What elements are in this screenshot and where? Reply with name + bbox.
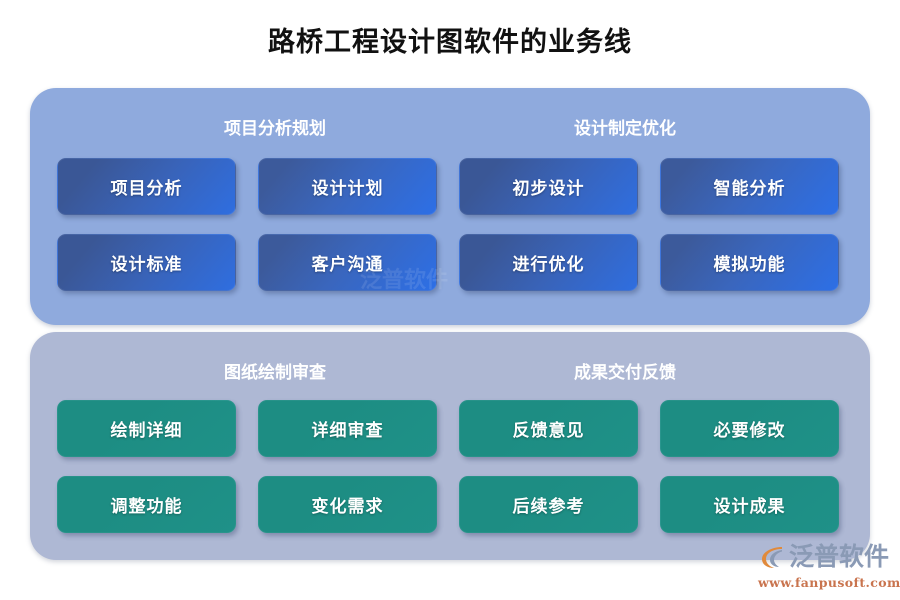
section-header-project-analysis-planning: 项目分析规划 [224,119,326,139]
section-header-design-optimization: 设计制定优化 [574,119,676,139]
node-button-draw-details[interactable]: 绘制详细 [57,400,236,457]
node-button-client-communication[interactable]: 客户沟通 [258,234,437,291]
node-button-project-analysis[interactable]: 项目分析 [57,158,236,215]
fanpu-swoosh-logo-icon [758,543,786,571]
node-button-design-results[interactable]: 设计成果 [660,476,839,533]
brand-logo-name: 泛普软件 [789,542,890,571]
brand-logo: 泛普软件 www.fanpusoft.com [758,540,900,592]
node-button-simulation-function[interactable]: 模拟功能 [660,234,839,291]
node-button-follow-up-reference[interactable]: 后续参考 [459,476,638,533]
page-title: 路桥工程设计图软件的业务线 [268,27,632,58]
brand-logo-row: 泛普软件 [758,540,890,574]
node-button-design-standard[interactable]: 设计标准 [57,234,236,291]
panel-project-analysis-design: 项目分析规划 设计制定优化 项目分析 设计计划 初步设计 智能分析 设计标准 客… [30,88,870,325]
node-button-detailed-review[interactable]: 详细审查 [258,400,437,457]
node-button-adjust-function[interactable]: 调整功能 [57,476,236,533]
section-header-drawing-review: 图纸绘制审查 [224,363,326,383]
node-button-feedback-opinions[interactable]: 反馈意见 [459,400,638,457]
node-button-design-plan[interactable]: 设计计划 [258,158,437,215]
button-grid-upper: 项目分析 设计计划 初步设计 智能分析 设计标准 客户沟通 进行优化 模拟功能 [57,158,843,291]
panel-drawing-review-delivery: 图纸绘制审查 成果交付反馈 绘制详细 详细审查 反馈意见 必要修改 调整功能 变… [30,332,870,560]
section-header-deliverable-feedback: 成果交付反馈 [574,363,676,383]
node-button-smart-analysis[interactable]: 智能分析 [660,158,839,215]
node-button-perform-optimization[interactable]: 进行优化 [459,234,638,291]
node-button-necessary-revisions[interactable]: 必要修改 [660,400,839,457]
button-grid-lower: 绘制详细 详细审查 反馈意见 必要修改 调整功能 变化需求 后续参考 设计成果 [57,400,843,533]
node-button-change-requirements[interactable]: 变化需求 [258,476,437,533]
node-button-preliminary-design[interactable]: 初步设计 [459,158,638,215]
brand-logo-url: www.fanpusoft.com [758,575,900,590]
